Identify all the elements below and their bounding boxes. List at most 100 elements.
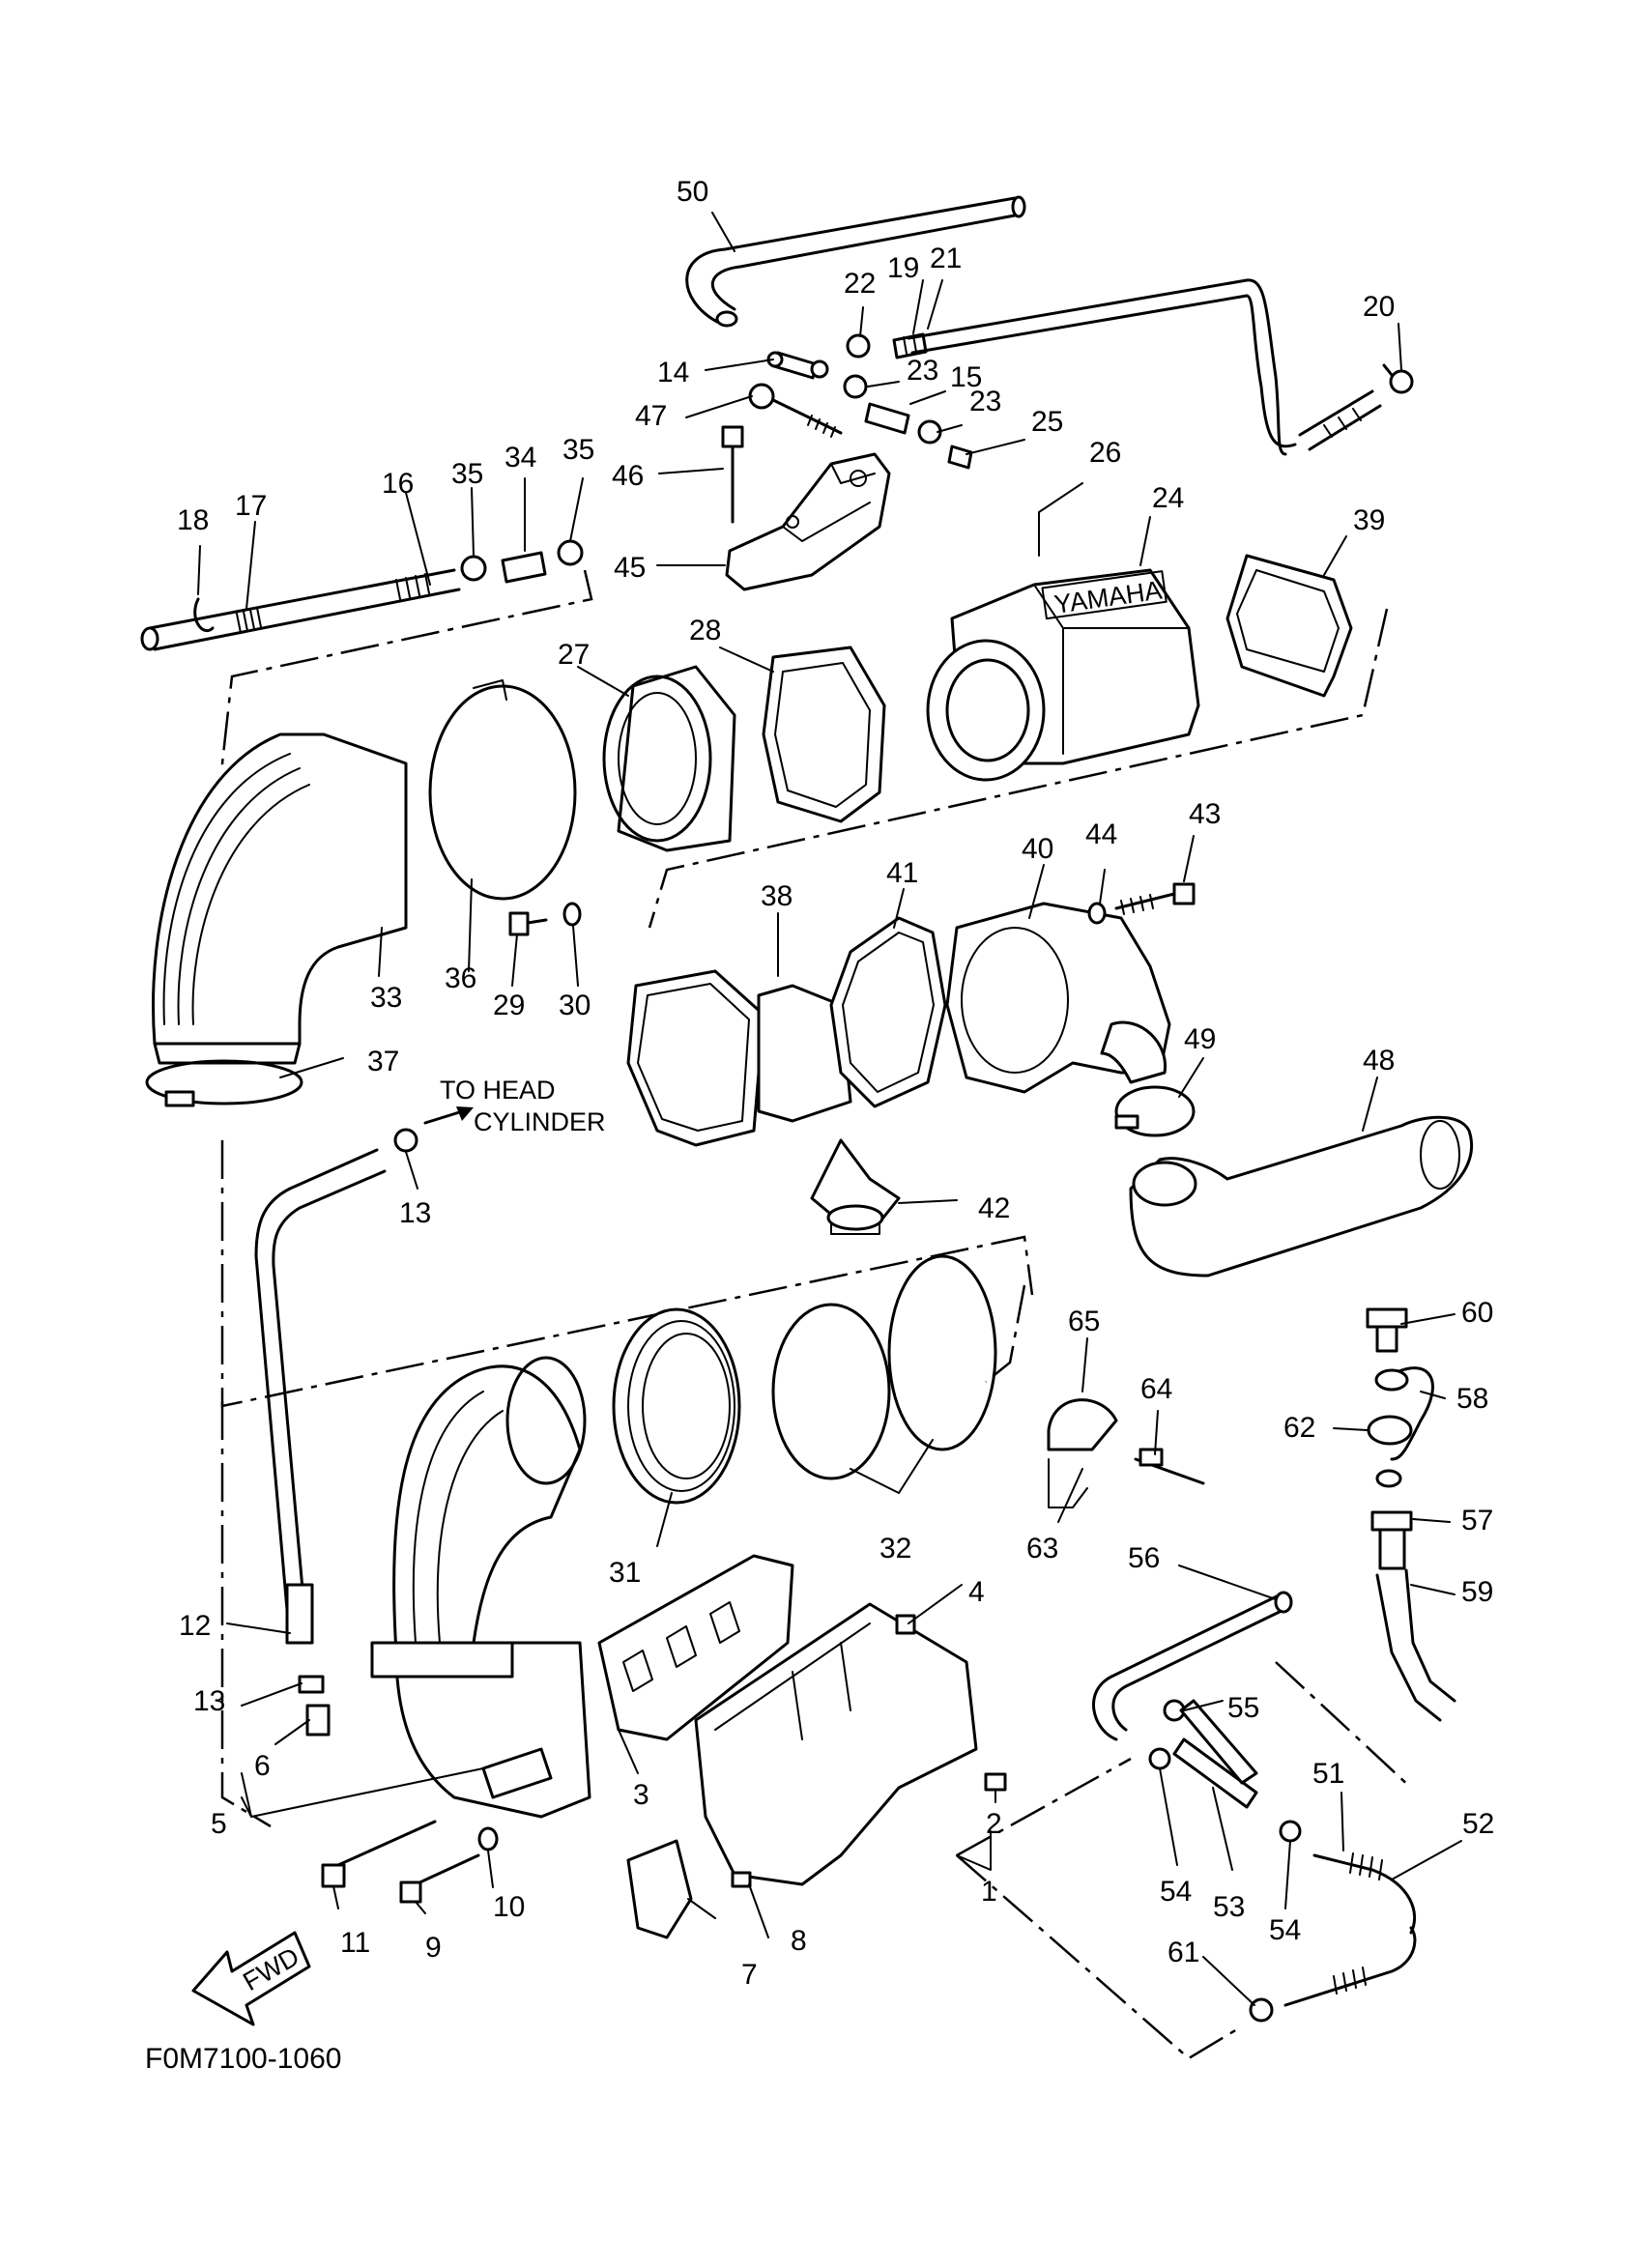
part-20-clamp <box>1382 363 1414 394</box>
callout-49: 49 <box>1184 1023 1216 1055</box>
callout-2: 2 <box>986 1808 1002 1840</box>
callout-13-upper: 13 <box>399 1197 431 1229</box>
callout-18: 18 <box>177 504 209 536</box>
callout-4: 4 <box>968 1576 985 1608</box>
callout-32: 32 <box>879 1533 911 1565</box>
part-18-clip <box>193 597 215 632</box>
part-62-washer <box>1367 1368 1413 1488</box>
part-22-clamp <box>846 333 871 359</box>
callout-22: 22 <box>844 268 876 300</box>
part-40-joint <box>945 902 1171 1094</box>
callout-42: 42 <box>978 1192 1010 1224</box>
callout-58: 58 <box>1456 1383 1488 1415</box>
part-9-bolt <box>399 1853 480 1904</box>
callout-48: 48 <box>1363 1045 1395 1077</box>
callout-25: 25 <box>1031 406 1063 438</box>
part-44-washer <box>1087 902 1107 925</box>
callout-63: 63 <box>1026 1533 1058 1565</box>
part-17-band <box>236 607 262 634</box>
part-54-clamp-left <box>1148 1747 1171 1770</box>
callout-20: 20 <box>1363 291 1395 323</box>
part-29-bolt <box>508 911 548 936</box>
callout-19: 19 <box>887 252 919 284</box>
callout-1: 1 <box>981 1876 997 1908</box>
callout-31: 31 <box>609 1557 641 1589</box>
callout-47: 47 <box>635 400 667 432</box>
callout-46: 46 <box>612 460 644 492</box>
part-25-plug <box>947 445 973 470</box>
callout-14: 14 <box>657 357 689 388</box>
callout-55: 55 <box>1227 1692 1259 1724</box>
callout-39: 39 <box>1353 504 1385 536</box>
callout-29: 29 <box>493 990 525 1021</box>
callout-11: 11 <box>340 1927 370 1959</box>
callout-57: 57 <box>1461 1505 1493 1536</box>
callout-16: 16 <box>382 468 414 500</box>
callout-56: 56 <box>1128 1542 1160 1574</box>
part-31-sleeve <box>612 1307 741 1505</box>
part-37-clamp <box>145 1059 303 1107</box>
callout-62: 62 <box>1283 1412 1315 1444</box>
callout-8: 8 <box>791 1925 807 1957</box>
part-46-bolt <box>721 425 744 524</box>
callout-34: 34 <box>504 442 536 474</box>
part-1-exhaust-manifold <box>694 1602 978 1886</box>
callout-43: 43 <box>1189 798 1221 830</box>
callout-27: 27 <box>558 639 590 671</box>
callout-54-right: 54 <box>1269 1914 1301 1946</box>
callout-41: 41 <box>886 857 918 889</box>
part-11-bolt <box>321 1820 437 1888</box>
callout-6: 6 <box>254 1750 271 1782</box>
part-41-gasket <box>829 916 947 1108</box>
fwd-arrow-icon <box>191 1931 311 2026</box>
part-36-clamp <box>428 679 577 901</box>
callout-36: 36 <box>445 962 476 994</box>
part-15-pipe <box>864 402 910 435</box>
callout-37: 37 <box>367 1046 399 1077</box>
part-58-bracket <box>1390 1366 1434 1461</box>
part-53-y-fitting <box>1172 1699 1258 1809</box>
part-60-cap <box>1366 1307 1408 1353</box>
callout-60: 60 <box>1461 1297 1493 1329</box>
part-35-clamp-left <box>460 555 487 582</box>
part-48-hose <box>1129 1115 1474 1278</box>
callout-33: 33 <box>370 982 402 1014</box>
part-16-pipe <box>140 568 461 651</box>
part-23-clamp-upper <box>843 374 868 399</box>
part-30-washer <box>562 902 582 927</box>
part-45-bracket <box>725 452 891 591</box>
part-42-drain-fitting <box>810 1138 901 1235</box>
part-47-bolt <box>748 383 843 438</box>
part-8-dowel <box>731 1871 752 1888</box>
part-2-dowel <box>984 1772 1007 1792</box>
assembly-frame-middle <box>220 1140 1034 1408</box>
callout-17: 17 <box>235 490 267 522</box>
callout-65: 65 <box>1068 1306 1100 1337</box>
part-7-gasket <box>626 1839 693 1939</box>
callout-15: 15 <box>950 361 982 393</box>
part-43-bolt <box>1114 882 1196 915</box>
callout-45: 45 <box>614 552 646 584</box>
callout-51: 51 <box>1312 1758 1344 1790</box>
callout-52: 52 <box>1462 1808 1494 1840</box>
callout-35-right: 35 <box>562 434 594 466</box>
callout-12: 12 <box>179 1610 211 1642</box>
part-56-hose <box>1092 1591 1293 1741</box>
part-32-clamp-a <box>771 1303 891 1480</box>
callout-23-upper: 23 <box>907 355 938 387</box>
callout-40: 40 <box>1022 833 1053 865</box>
assembly-frame-bottom <box>956 1661 1412 2060</box>
callout-54-left: 54 <box>1160 1876 1192 1908</box>
part-61-clamp <box>1249 1997 1274 2023</box>
part-24-muffler: YAMAHA <box>926 568 1200 782</box>
callout-30: 30 <box>559 990 591 1021</box>
callout-59: 59 <box>1461 1576 1493 1608</box>
part-27-flange <box>602 665 736 852</box>
callout-7: 7 <box>741 1959 758 1991</box>
callout-9: 9 <box>425 1932 442 1964</box>
part-19-hose <box>892 278 1382 456</box>
to-head-cylinder-arrowhead-icon <box>456 1106 474 1121</box>
part-63-bracket <box>1048 1458 1088 1508</box>
part-13-clamp-lower <box>298 1675 325 1694</box>
